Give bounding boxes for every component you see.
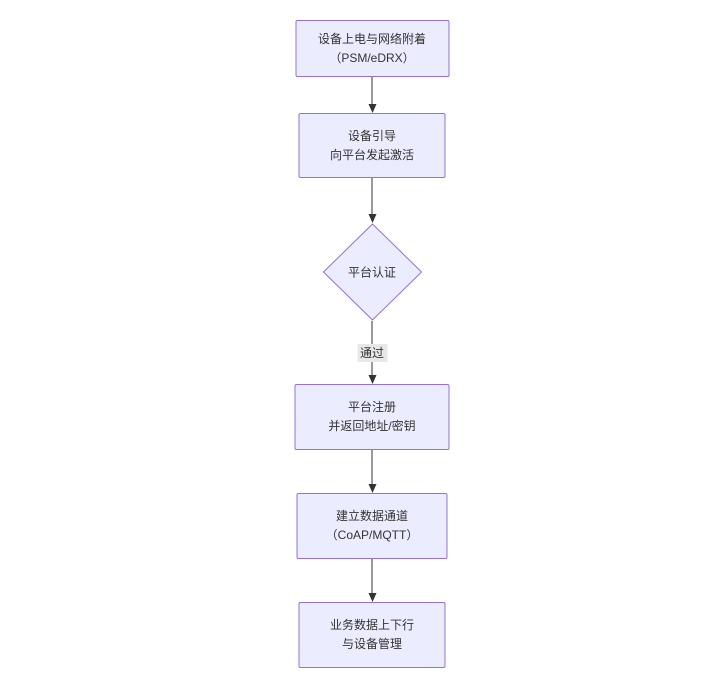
arrow-down-icon <box>368 214 376 223</box>
arrow-down-icon <box>368 375 376 384</box>
edge-channel-to-business <box>362 559 382 602</box>
edge-register-to-channel <box>362 450 382 493</box>
node-text-line: 业务数据上下行 <box>329 618 414 632</box>
arrow-down-icon <box>368 593 376 602</box>
node-text-line: （PSM/eDRX） <box>329 50 415 65</box>
node-business-data: 业务数据上下行 与设备管理 <box>298 602 446 668</box>
edge-auth-to-register: 通过 <box>356 321 388 384</box>
edge-attach-to-bootstrap <box>362 77 382 113</box>
edge-line <box>371 559 373 596</box>
arrow-down-icon <box>368 484 376 493</box>
edge-line <box>371 178 373 217</box>
edge-line <box>371 450 373 487</box>
node-text-line: 设备引导 <box>347 128 396 143</box>
node-platform-auth-decision: 平台认证 <box>322 223 422 321</box>
edge-bootstrap-to-auth <box>362 178 382 223</box>
node-text-line: 与设备管理 <box>341 637 402 651</box>
node-platform-register: 平台注册 并返回地址/密钥 <box>294 384 450 450</box>
node-data-channel: 建立数据通道 （CoAP/MQTT） <box>296 493 448 559</box>
node-device-bootstrap: 设备引导 向平台发起激活 <box>298 113 446 178</box>
node-text-line: 平台注册 <box>347 400 396 414</box>
node-text-line: 平台认证 <box>347 265 397 280</box>
node-text-line: （CoAP/MQTT） <box>325 528 419 542</box>
node-text-line: 设备上电与网络附着 <box>317 31 426 46</box>
node-text-line: 并返回地址/密钥 <box>328 419 416 433</box>
node-power-network-attach: 设备上电与网络附着 （PSM/eDRX） <box>295 20 449 77</box>
arrow-down-icon <box>368 104 376 113</box>
edge-line <box>371 77 373 107</box>
diamond-shape <box>322 223 422 321</box>
edge-label-pass: 通过 <box>356 343 388 362</box>
flowchart: 设备上电与网络附着 （PSM/eDRX） 设备引导 向平台发起激活 平台认证 通… <box>294 20 450 668</box>
node-text-line: 向平台发起激活 <box>329 147 414 162</box>
node-text-line: 建立数据通道 <box>335 509 408 523</box>
